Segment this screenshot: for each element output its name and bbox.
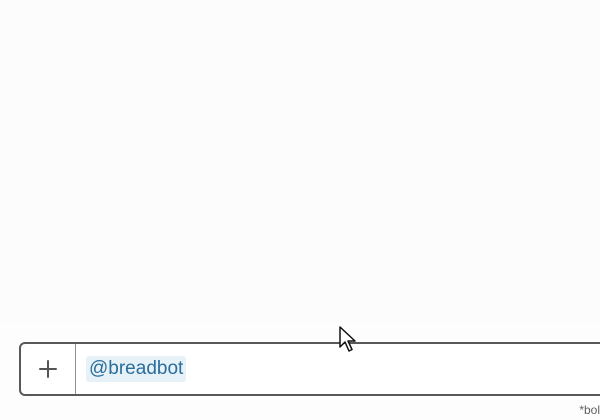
message-history-area	[0, 0, 600, 322]
mouse-pointer-icon	[339, 326, 356, 352]
mention-chip[interactable]: @breadbot	[86, 356, 187, 382]
formatting-hint: *bol	[579, 403, 600, 417]
plus-icon	[39, 360, 57, 378]
message-input[interactable]: @breadbot	[76, 344, 600, 394]
message-composer[interactable]: @breadbot	[19, 342, 600, 396]
attach-button[interactable]	[21, 344, 76, 394]
